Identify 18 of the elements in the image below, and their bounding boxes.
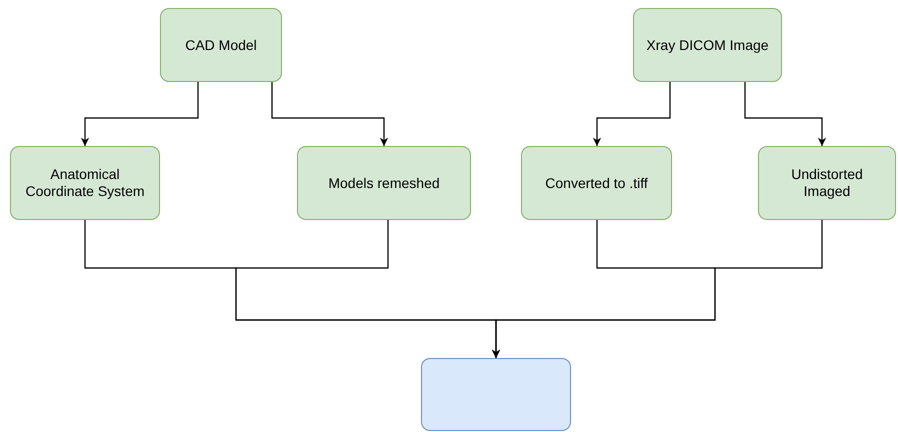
node-label: CAD Model (185, 36, 257, 54)
node-label: Models remeshed (328, 174, 440, 192)
node-label: Xray DICOM Image (646, 36, 769, 54)
connector-arrow (271, 82, 388, 146)
node-label: Anatomical Coordinate System (24, 166, 146, 200)
process-box (521, 146, 672, 220)
process-box (421, 358, 571, 431)
connector-arrow (592, 82, 671, 146)
node-label: Converted to .tiff (545, 174, 648, 192)
process-box (758, 146, 896, 220)
process-box (10, 146, 160, 220)
connector-arrow (744, 82, 826, 146)
process-box (633, 8, 782, 82)
connector-arrow (492, 220, 823, 358)
process-box (297, 146, 471, 220)
connector-arrow (80, 82, 199, 146)
process-box (160, 8, 282, 82)
node-label: Undistorted Imaged (790, 166, 864, 200)
